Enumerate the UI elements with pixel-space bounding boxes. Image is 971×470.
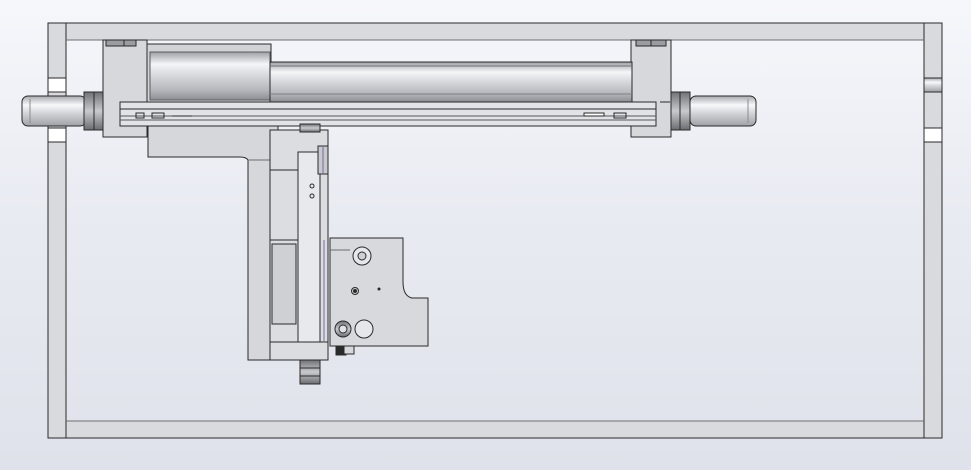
frame-right-bracket-upper[interactable] bbox=[923, 77, 943, 93]
frame-top-beam[interactable] bbox=[47, 22, 943, 41]
rail-marker-right-2 bbox=[613, 112, 627, 119]
rod-end-left[interactable] bbox=[21, 91, 105, 131]
frame-right-bracket-lower[interactable] bbox=[923, 127, 943, 143]
frame-bottom-beam[interactable] bbox=[47, 420, 943, 439]
slide-carriage[interactable] bbox=[269, 123, 329, 361]
rail-marker-left-2 bbox=[151, 112, 165, 119]
bottom-connector[interactable] bbox=[299, 359, 321, 385]
cylinder[interactable] bbox=[146, 43, 633, 103]
cylinder-barrel[interactable] bbox=[269, 61, 633, 103]
rail-marker-right bbox=[583, 112, 605, 117]
rod-end-right[interactable] bbox=[669, 91, 757, 131]
bottom-fittings[interactable] bbox=[299, 345, 355, 385]
frame-right-post[interactable] bbox=[923, 22, 943, 439]
frame-left-post[interactable] bbox=[47, 22, 67, 439]
frame-left-bracket-upper[interactable] bbox=[47, 77, 67, 93]
guide-rail[interactable] bbox=[119, 101, 670, 127]
frame-left-bracket-lower[interactable] bbox=[47, 127, 67, 143]
rail-marker-left bbox=[135, 112, 145, 119]
l-bracket[interactable] bbox=[147, 125, 279, 361]
fitting-right[interactable] bbox=[354, 319, 374, 339]
tool-block[interactable] bbox=[329, 237, 429, 347]
frame[interactable] bbox=[47, 22, 943, 439]
